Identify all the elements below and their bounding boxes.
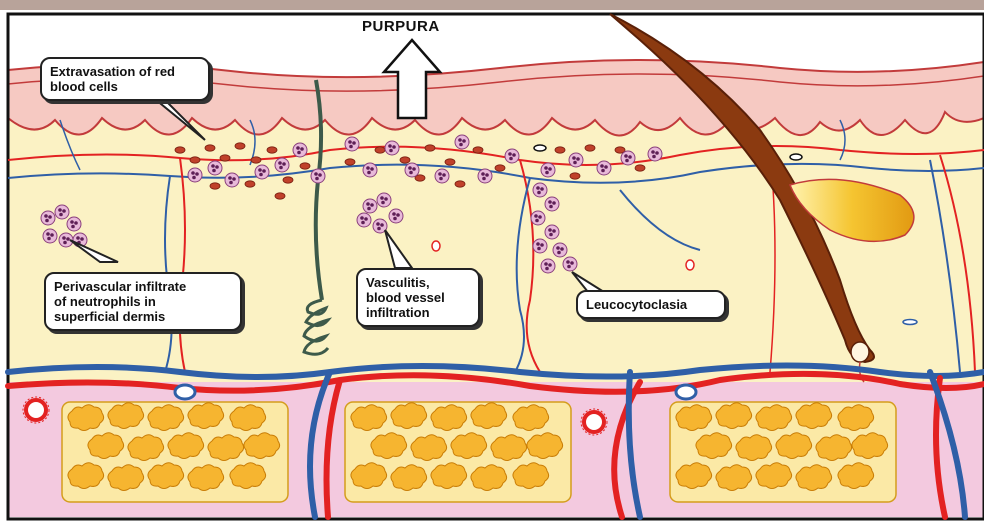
callout-vasculitis: Vasculitis, blood vessel infiltration bbox=[356, 268, 480, 327]
callout-extravasation: Extravasation of red blood cells bbox=[40, 57, 210, 101]
dermis-layer bbox=[8, 100, 984, 382]
fat-lobules bbox=[62, 402, 896, 502]
photo-strip bbox=[0, 0, 984, 10]
callout-leucocytoclasia: Leucocytoclasia bbox=[576, 290, 726, 319]
purpura-title: PURPURA bbox=[362, 18, 440, 35]
callout-perivascular-infiltrate: Perivascular infiltrate of neutrophils i… bbox=[44, 272, 242, 331]
